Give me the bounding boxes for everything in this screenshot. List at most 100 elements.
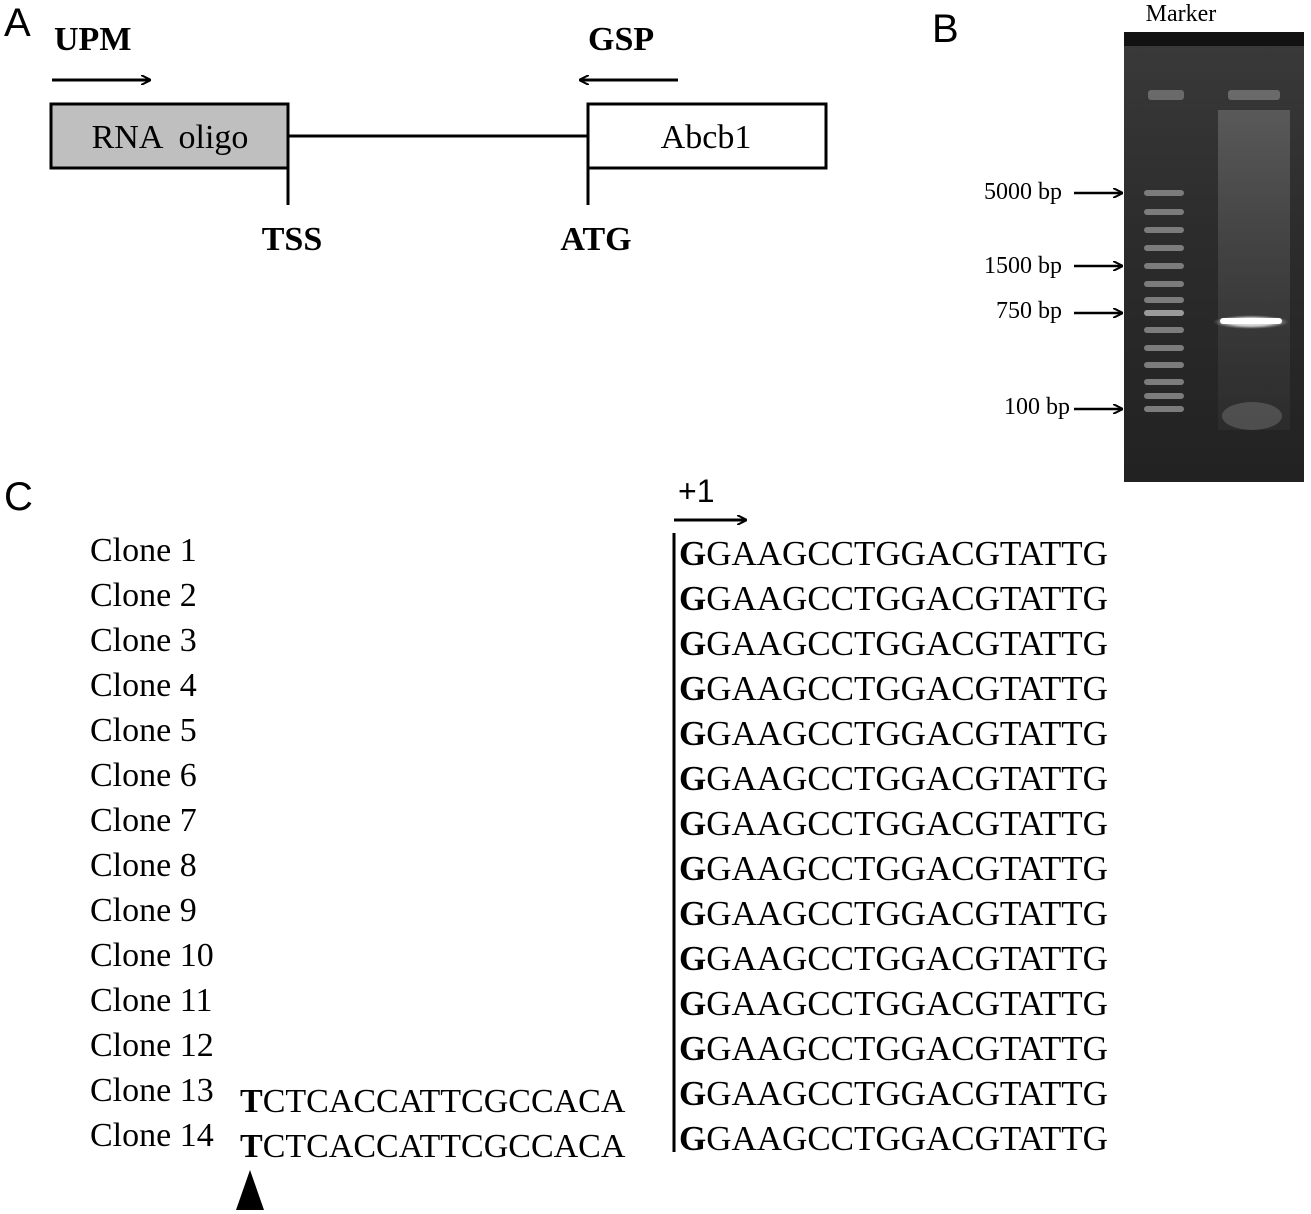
downstream-sequence: GGAAGCCTGGACGTATTG: [679, 1074, 1108, 1113]
downstream-sequence-rest: GAAGCCTGGACGTATTG: [706, 939, 1108, 978]
marker-label: Marker: [1146, 1, 1217, 27]
plus-one-base: G: [679, 804, 706, 843]
sample-well: [1228, 90, 1280, 100]
marker-ladder: [1144, 190, 1184, 412]
clone-name: Clone 6: [90, 757, 197, 794]
downstream-sequence: GGAAGCCTGGACGTATTG: [679, 894, 1108, 933]
downstream-sequence: GGAAGCCTGGACGTATTG: [679, 849, 1108, 888]
sample-low-smear: [1222, 402, 1282, 430]
downstream-sequence: GGAAGCCTGGACGTATTG: [679, 759, 1108, 798]
downstream-sequence: GGAAGCCTGGACGTATTG: [679, 804, 1108, 843]
ladder-band: [1144, 297, 1184, 303]
gel-top-edge: [1124, 32, 1304, 46]
clone-row: Clone 3 GGAAGCCTGGACGTATTG: [90, 622, 1108, 663]
ladder-band: [1144, 345, 1184, 351]
downstream-sequence: GGAAGCCTGGACGTATTG: [679, 534, 1108, 573]
ladder-band: [1144, 227, 1184, 233]
clone-row: Clone 6 GGAAGCCTGGACGTATTG: [90, 757, 1108, 798]
downstream-sequence: GGAAGCCTGGACGTATTG: [679, 714, 1108, 753]
clone-row: Clone 1 GGAAGCCTGGACGTATTG: [90, 532, 1108, 573]
downstream-sequence-rest: GAAGCCTGGACGTATTG: [706, 759, 1108, 798]
ladder-band: [1144, 379, 1184, 385]
ladder-band: [1144, 245, 1184, 251]
ladder-band: [1144, 190, 1184, 196]
panel-c-letter: C: [4, 475, 33, 519]
clone-name: Clone 2: [90, 577, 197, 614]
rna-oligo-label: RNA oligo: [92, 119, 249, 156]
downstream-sequence-rest: GAAGCCTGGACGTATTG: [706, 579, 1108, 618]
plus-one-base: G: [679, 1074, 706, 1113]
ladder-band: [1144, 327, 1184, 333]
ladder-label-1500: 1500 bp: [984, 253, 1062, 279]
plus-one-base: G: [679, 894, 706, 933]
marker-well: [1148, 90, 1184, 100]
upstream-sequence-rest: CTCACCATTCGCCACA: [263, 1083, 626, 1120]
downstream-sequence-rest: GAAGCCTGGACGTATTG: [706, 984, 1108, 1023]
clone-row: Clone 14 TCTCACCATTCGCCACA GGAAGCCTGGACGTA…: [90, 1117, 1108, 1165]
upstream-sequence: TCTCACCATTCGCCACA: [240, 1128, 626, 1165]
sample-lane-smear: [1218, 110, 1290, 430]
gel-image: [1124, 32, 1304, 482]
clone-name: Clone 7: [90, 802, 197, 839]
plus-one-base: G: [679, 579, 706, 618]
downstream-sequence-rest: GAAGCCTGGACGTATTG: [706, 804, 1108, 843]
ladder-label-5000: 5000 bp: [984, 179, 1062, 205]
clone-name: Clone 1: [90, 532, 197, 569]
panel-a-letter: A: [4, 1, 31, 45]
ladder-label-100: 100 bp: [1004, 394, 1070, 420]
panel-b: B Marker 5000 bp 1500 bp 750 bp 100 bp: [932, 1, 1304, 482]
clone-row: Clone 13 TCTCACCATTCGCCACA GGAAGCCTGGACGTA…: [90, 1072, 1108, 1120]
plus-one-base: G: [679, 984, 706, 1023]
panel-a: A UPM GSP RNA oligo Abcb1 TSS ATG: [4, 1, 828, 258]
upstream-sequence-rest: CTCACCATTCGCCACA: [263, 1128, 626, 1165]
clone-row: Clone 2 GGAAGCCTGGACGTATTG: [90, 577, 1108, 618]
ladder-band: [1144, 406, 1184, 412]
downstream-sequence: GGAAGCCTGGACGTATTG: [679, 1119, 1108, 1158]
downstream-sequence-rest: GAAGCCTGGACGTATTG: [706, 669, 1108, 708]
clone-name: Clone 10: [90, 937, 214, 974]
clone-row: Clone 9 GGAAGCCTGGACGTATTG: [90, 892, 1108, 933]
plus-one-base: G: [679, 714, 706, 753]
plus-one-base: G: [679, 624, 706, 663]
clone-name: Clone 3: [90, 622, 197, 659]
clone-name: Clone 13: [90, 1072, 214, 1109]
downstream-sequence-rest: GAAGCCTGGACGTATTG: [706, 1119, 1108, 1158]
ladder-band: [1144, 393, 1184, 399]
downstream-sequence-rest: GAAGCCTGGACGTATTG: [706, 714, 1108, 753]
downstream-sequence-rest: GAAGCCTGGACGTATTG: [706, 849, 1108, 888]
ladder-band: [1144, 263, 1184, 269]
downstream-sequence: GGAAGCCTGGACGTATTG: [679, 1029, 1108, 1068]
upstream-sequence: TCTCACCATTCGCCACA: [240, 1083, 626, 1120]
plus-one-base: G: [679, 534, 706, 573]
ladder-band: [1144, 281, 1184, 287]
panel-b-letter: B: [932, 7, 959, 51]
clone-name: Clone 14: [90, 1117, 214, 1154]
downstream-sequence: GGAAGCCTGGACGTATTG: [679, 939, 1108, 978]
sample-band-core: [1220, 318, 1282, 324]
plus-one-label: +1: [678, 473, 714, 509]
upstream-tss-base: T: [240, 1128, 263, 1165]
gsp-label: GSP: [588, 21, 654, 58]
downstream-sequence-rest: GAAGCCTGGACGTATTG: [706, 894, 1108, 933]
plus-one-base: G: [679, 1119, 706, 1158]
tss-arrowhead-marker: [236, 1170, 264, 1210]
atg-label: ATG: [560, 221, 631, 258]
ladder-band: [1144, 310, 1184, 316]
plus-one-base: G: [679, 849, 706, 888]
clone-row: Clone 7 GGAAGCCTGGACGTATTG: [90, 802, 1108, 843]
plus-one-base: G: [679, 939, 706, 978]
downstream-sequence-rest: GAAGCCTGGACGTATTG: [706, 624, 1108, 663]
upstream-tss-base: T: [240, 1083, 263, 1120]
ladder-label-750: 750 bp: [996, 298, 1062, 324]
clone-name: Clone 9: [90, 892, 197, 929]
plus-one-base: G: [679, 1029, 706, 1068]
clone-name: Clone 4: [90, 667, 197, 704]
